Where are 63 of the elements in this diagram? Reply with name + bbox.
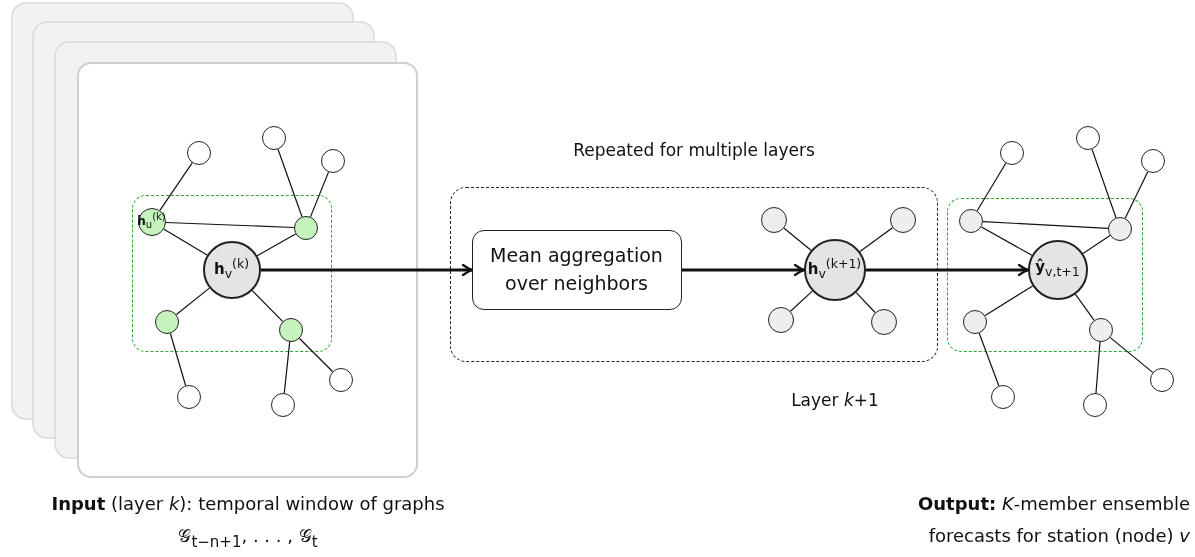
node-circle	[321, 149, 345, 173]
node-circle	[278, 317, 303, 342]
node-circle	[870, 308, 897, 335]
node-circle	[958, 208, 983, 233]
connector-line	[976, 162, 1007, 212]
box-label: Mean aggregation over neighbors	[489, 242, 664, 296]
connector-line	[251, 290, 284, 322]
node-circle	[154, 309, 179, 334]
connector-line	[165, 221, 295, 229]
connector-line	[175, 287, 210, 316]
node-circle	[1141, 149, 1165, 173]
connector-line	[1095, 341, 1101, 394]
caption: Output: K-member ensemble forecasts for station (node) v	[917, 492, 1190, 548]
node-circle	[187, 141, 211, 165]
connector-line	[1109, 337, 1154, 373]
connector-line	[978, 332, 1000, 387]
node-circle	[137, 207, 166, 236]
node-circle	[760, 206, 787, 233]
connector-line	[980, 226, 1033, 256]
node-circle	[1107, 216, 1132, 241]
connector-line	[283, 341, 291, 394]
connector-line	[1074, 293, 1095, 321]
connector-line	[1124, 171, 1149, 219]
graph-card	[77, 62, 418, 478]
connector-line	[1091, 148, 1117, 219]
node-circle	[1076, 126, 1100, 150]
connector-line	[169, 332, 187, 387]
node-circle	[991, 385, 1015, 409]
node-circle	[767, 306, 794, 333]
node-circle	[1088, 317, 1113, 342]
node-circle	[1083, 393, 1107, 417]
connector-line	[163, 228, 208, 256]
node-circle	[271, 393, 295, 417]
connector-line	[298, 337, 334, 373]
box-title: Repeated for multiple layers	[572, 142, 816, 159]
node-circle	[962, 309, 987, 334]
connector-line	[859, 227, 894, 253]
neighborhood-box	[132, 195, 332, 352]
process-box	[471, 229, 682, 310]
node-label: Layer k+1	[790, 389, 880, 412]
connector-line	[1082, 235, 1111, 255]
neighborhood-box	[947, 198, 1143, 352]
node-circle	[202, 240, 261, 299]
node-circle	[293, 215, 318, 240]
node-label: ŷ$_{v,t+1}$	[1035, 260, 1080, 279]
node-circle	[803, 238, 866, 301]
connector-line	[783, 227, 812, 251]
connector-line	[159, 162, 193, 211]
node-circle	[177, 385, 201, 409]
node-circle	[1000, 141, 1024, 165]
node-circle	[262, 126, 286, 150]
connector-line	[855, 292, 876, 314]
connector-line	[982, 221, 1109, 229]
connector-line	[309, 171, 330, 218]
node-circle	[1150, 368, 1174, 392]
connector-line	[984, 285, 1034, 317]
node-circle	[889, 206, 916, 233]
node-circle	[1027, 239, 1088, 300]
connector-line	[277, 148, 303, 218]
connector-line	[256, 233, 297, 257]
node-circle	[329, 368, 353, 392]
node-label: Input (layer k): temporal window of graphs 𝒢$_{t−n+1}$, . . . , 𝒢$_{t}$	[50, 492, 446, 553]
connector-line	[789, 290, 813, 312]
